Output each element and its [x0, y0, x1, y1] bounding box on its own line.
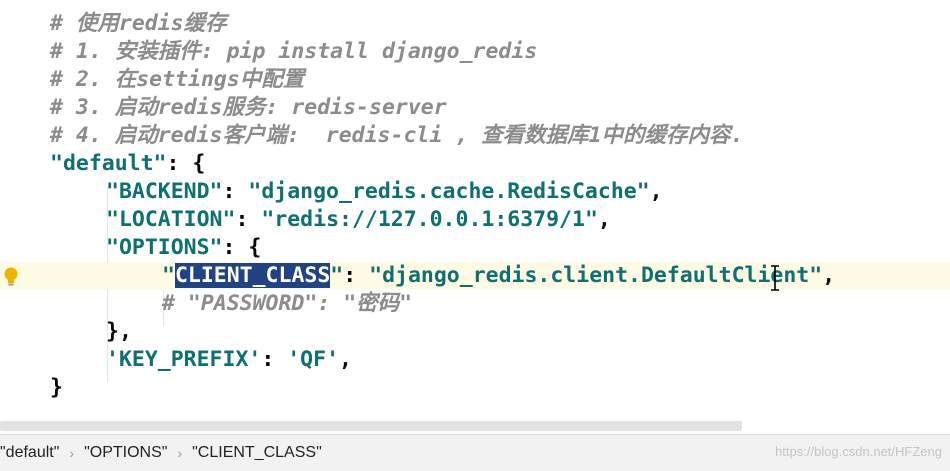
- code-token: "default": [50, 151, 167, 176]
- code-token: },: [106, 319, 132, 344]
- code-token: "OPTIONS": [106, 235, 223, 260]
- code-line[interactable]: # 4. 启动redis客户端: redis-cli , 查看数据库1中的缓存内…: [0, 122, 950, 150]
- code-token: 'KEY_PREFIX': [106, 347, 262, 372]
- line-content: "default": {: [50, 150, 205, 178]
- code-token: # 2. 在settings中配置: [50, 67, 305, 92]
- line-content: },: [106, 318, 132, 346]
- code-token: # 3. 启动redis服务: redis-server: [50, 95, 447, 120]
- code-token: # 1. 安装插件: pip install django_redis: [50, 39, 538, 64]
- code-token: ,: [597, 207, 611, 232]
- code-token: ": [330, 263, 344, 288]
- line-content: # 使用redis缓存: [50, 10, 227, 38]
- code-token: # 4. 启动redis客户端: redis-cli , 查看数据库1中的缓存内…: [50, 123, 744, 148]
- line-content: # "PASSWORD": "密码": [162, 290, 412, 318]
- code-line[interactable]: }: [0, 374, 950, 402]
- code-token: "BACKEND": [106, 179, 223, 204]
- code-token: "LOCATION": [106, 207, 236, 232]
- breadcrumb-separator: ›: [177, 445, 183, 461]
- code-line[interactable]: },: [0, 318, 950, 346]
- code-token: ,: [339, 347, 352, 372]
- code-line[interactable]: "LOCATION": "redis://127.0.0.1:6379/1",: [0, 206, 950, 234]
- text-cursor-icon: [771, 265, 779, 291]
- code-line[interactable]: "default": {: [0, 150, 950, 178]
- line-content: "OPTIONS": {: [106, 234, 261, 262]
- selected-text: CLIENT_CLASS: [174, 263, 331, 288]
- code-token: "django_redis.client.DefaultClient": [369, 263, 823, 288]
- watermark-text: https://blog.csdn.net/HFZeng: [775, 444, 942, 459]
- breadcrumb-item-options[interactable]: "OPTIONS": [84, 444, 168, 461]
- line-content: "CLIENT_CLASS": "django_redis.client.Def…: [162, 262, 835, 290]
- lightbulb-icon[interactable]: [2, 266, 20, 288]
- code-line[interactable]: # 2. 在settings中配置: [0, 66, 950, 94]
- code-token: # 使用redis缓存: [50, 11, 227, 36]
- code-token: }: [50, 375, 63, 400]
- code-line[interactable]: # 使用redis缓存: [0, 10, 950, 38]
- breadcrumb-separator: ›: [69, 445, 75, 461]
- indent-guide: [163, 270, 164, 326]
- code-editor[interactable]: # 使用redis缓存 # 1. 安装插件: pip install djang…: [0, 0, 950, 420]
- line-content: }: [50, 374, 63, 402]
- line-content: # 4. 启动redis客户端: redis-cli , 查看数据库1中的缓存内…: [50, 122, 744, 150]
- code-token: :: [261, 347, 288, 372]
- code-token: :: [222, 179, 249, 204]
- code-line[interactable]: "BACKEND": "django_redis.cache.RedisCach…: [0, 178, 950, 206]
- code-token: "django_redis.cache.RedisCache": [248, 179, 650, 204]
- code-token: : {: [222, 235, 262, 260]
- breadcrumb-item-default[interactable]: "default": [0, 444, 60, 461]
- line-content: # 1. 安装插件: pip install django_redis: [50, 38, 537, 66]
- code-token: :: [235, 207, 262, 232]
- horizontal-scrollbar-thumb[interactable]: [0, 421, 742, 431]
- line-content: "BACKEND": "django_redis.cache.RedisCach…: [106, 178, 663, 206]
- code-token: : {: [166, 151, 206, 176]
- code-token: ,: [649, 179, 663, 204]
- code-line[interactable]: # 3. 启动redis服务: redis-server: [0, 94, 950, 122]
- line-content: 'KEY_PREFIX': 'QF',: [106, 346, 352, 374]
- line-content: "LOCATION": "redis://127.0.0.1:6379/1",: [106, 206, 611, 234]
- current-code-line[interactable]: "CLIENT_CLASS": "django_redis.client.Def…: [0, 262, 950, 290]
- code-token: # "PASSWORD": "密码": [162, 291, 413, 316]
- code-line[interactable]: "OPTIONS": {: [0, 234, 950, 262]
- code-line[interactable]: 'KEY_PREFIX': 'QF',: [0, 346, 950, 374]
- breadcrumb: "default" › "OPTIONS" › "CLIENT_CLASS": [0, 434, 950, 471]
- code-token: :: [343, 263, 370, 288]
- code-line[interactable]: # 1. 安装插件: pip install django_redis: [0, 38, 950, 66]
- code-token: ,: [822, 263, 836, 288]
- code-line[interactable]: # "PASSWORD": "密码": [0, 290, 950, 318]
- breadcrumb-item-client-class[interactable]: "CLIENT_CLASS": [192, 444, 322, 461]
- line-content: # 2. 在settings中配置: [50, 66, 304, 94]
- code-token: "redis://127.0.0.1:6379/1": [261, 207, 598, 232]
- line-content: # 3. 启动redis服务: redis-server: [50, 94, 447, 122]
- code-token: 'QF': [287, 347, 340, 372]
- code-token: ": [162, 263, 175, 288]
